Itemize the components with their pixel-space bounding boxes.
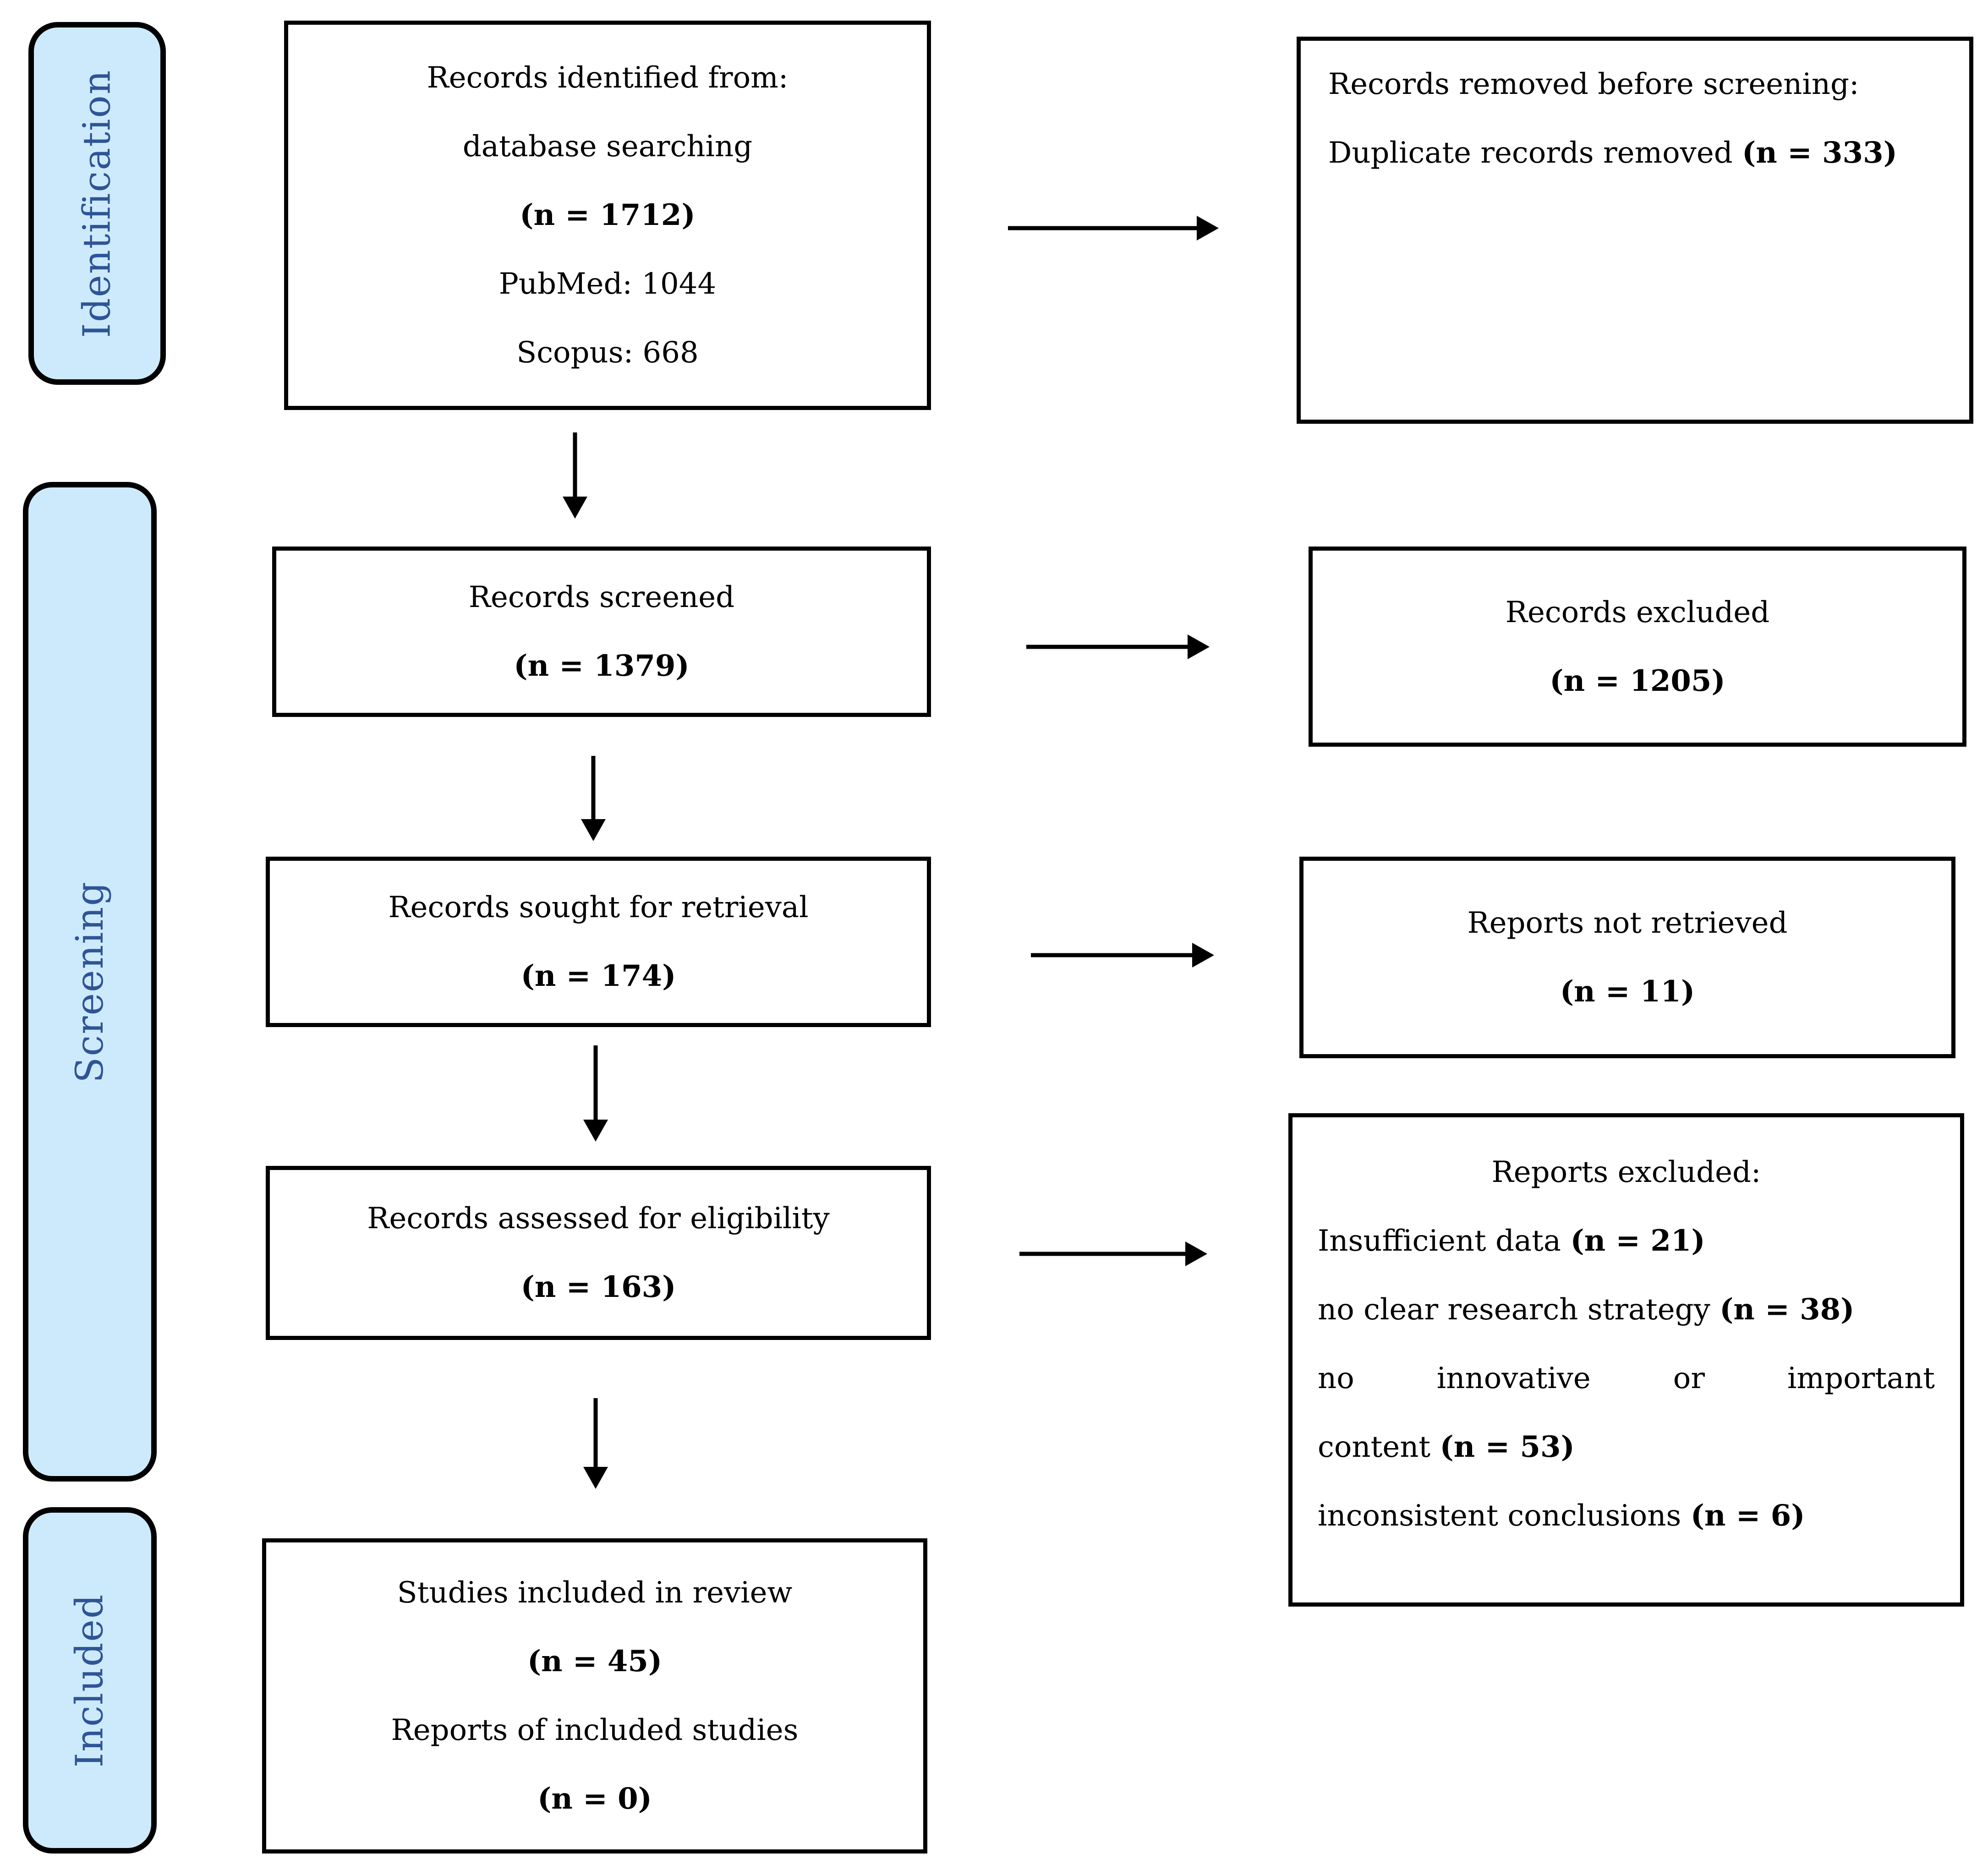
records-identified-line2: database searching xyxy=(462,130,753,164)
studies-included-line1: Studies included in review xyxy=(397,1576,793,1610)
reason-no-clear-strategy-text: no clear research strategy xyxy=(1318,1293,1720,1327)
arrow-shaft xyxy=(573,432,577,498)
arrow-shaft xyxy=(591,756,596,820)
arrow-shaft xyxy=(1031,953,1194,957)
box-records-sought: Records sought for retrieval (n = 174) xyxy=(266,857,931,1027)
reason-inconsistent-conclusions-count: (n = 6) xyxy=(1690,1498,1805,1533)
arrow-head-down-icon xyxy=(563,497,587,519)
arrow-assessed-to-reports-excluded xyxy=(1019,1241,1207,1266)
box-records-identified: Records identified from: database search… xyxy=(284,21,931,410)
box-reports-not-retrieved: Reports not retrieved (n = 11) xyxy=(1299,857,1955,1058)
box-studies-included: Studies included in review (n = 45) Repo… xyxy=(262,1538,927,1854)
records-screened-count: (n = 1379) xyxy=(514,649,690,683)
arrow-identified-to-removed xyxy=(1008,216,1219,241)
records-identified-line1: Records identified from: xyxy=(427,61,789,95)
reason-no-innovative-line1: no innovative or important xyxy=(1318,1361,1935,1395)
records-sought-text: Records sought for retrieval xyxy=(388,891,809,924)
records-identified-source-scopus: Scopus: 668 xyxy=(516,336,699,370)
reason-no-clear-strategy-count: (n = 38) xyxy=(1720,1292,1855,1327)
box-reports-excluded: Reports excluded: Insufficient data (n =… xyxy=(1288,1113,1964,1607)
box-records-screened: Records screened (n = 1379) xyxy=(272,547,931,717)
studies-included-count: (n = 45) xyxy=(527,1644,663,1679)
stage-included: Included xyxy=(23,1507,157,1854)
reason-inconsistent-conclusions-text: inconsistent conclusions xyxy=(1318,1499,1691,1533)
reports-not-retrieved-count: (n = 11) xyxy=(1560,974,1695,1009)
reports-included-line: Reports of included studies xyxy=(391,1713,799,1747)
arrow-shaft xyxy=(1019,1252,1187,1256)
arrow-head-down-icon xyxy=(583,1467,608,1489)
arrow-head-right-icon xyxy=(1188,634,1210,659)
stage-identification-label: Identification xyxy=(75,69,119,338)
stage-screening-label: Screening xyxy=(68,880,112,1083)
duplicate-records-removed-line: Duplicate records removed (n = 333) xyxy=(1328,119,1951,187)
records-identified-source-pubmed: PubMed: 1044 xyxy=(498,267,717,301)
arrow-shaft xyxy=(1008,226,1198,230)
arrow-sought-to-assessed xyxy=(583,1045,608,1142)
duplicate-records-removed-text: Duplicate records removed xyxy=(1328,136,1742,170)
arrow-shaft xyxy=(593,1045,598,1121)
box-records-removed-before-screening: Records removed before screening: Duplic… xyxy=(1297,37,1973,424)
arrow-head-right-icon xyxy=(1192,943,1214,968)
arrow-head-right-icon xyxy=(1197,216,1219,241)
reason-insufficient-data-count: (n = 21) xyxy=(1570,1224,1705,1258)
reports-not-retrieved-text: Reports not retrieved xyxy=(1467,906,1788,940)
reason-no-innovative-line2: content (n = 53) xyxy=(1318,1413,1935,1482)
reason-inconsistent-conclusions: inconsistent conclusions (n = 6) xyxy=(1318,1482,1935,1550)
reason-insufficient-data-text: Insufficient data xyxy=(1318,1224,1571,1258)
reason-no-clear-strategy: no clear research strategy (n = 38) xyxy=(1318,1275,1935,1344)
arrow-head-down-icon xyxy=(583,1120,608,1142)
stage-screening: Screening xyxy=(23,482,157,1482)
reason-no-innovative-line2-text: content xyxy=(1318,1430,1440,1464)
box-records-assessed: Records assessed for eligibility (n = 16… xyxy=(266,1166,931,1340)
stage-included-label: Included xyxy=(68,1593,112,1767)
records-removed-title: Records removed before screening: xyxy=(1328,67,1859,101)
records-assessed-count: (n = 163) xyxy=(520,1270,676,1304)
arrow-screened-to-sought xyxy=(581,756,606,841)
arrow-shaft xyxy=(1026,645,1189,649)
records-assessed-text: Records assessed for eligibility xyxy=(367,1202,830,1236)
stage-identification: Identification xyxy=(28,22,166,385)
arrow-head-down-icon xyxy=(581,819,606,841)
records-screened-text: Records screened xyxy=(468,580,735,614)
reports-excluded-title: Reports excluded: xyxy=(1491,1155,1761,1189)
duplicate-records-removed-count: (n = 333) xyxy=(1742,136,1897,170)
arrow-shaft xyxy=(593,1398,598,1468)
reports-included-count: (n = 0) xyxy=(537,1782,652,1816)
records-sought-count: (n = 174) xyxy=(520,959,676,993)
records-excluded-count: (n = 1205) xyxy=(1550,663,1725,698)
records-identified-count: (n = 1712) xyxy=(520,198,696,232)
arrow-assessed-to-included xyxy=(583,1398,608,1489)
arrow-identified-to-screened xyxy=(563,432,587,519)
box-records-excluded: Records excluded (n = 1205) xyxy=(1309,547,1966,747)
arrow-screened-to-excluded xyxy=(1026,634,1210,659)
reason-no-innovative-count: (n = 53) xyxy=(1440,1430,1575,1464)
reason-insufficient-data: Insufficient data (n = 21) xyxy=(1318,1207,1935,1275)
arrow-sought-to-not-retrieved xyxy=(1031,943,1214,968)
arrow-head-right-icon xyxy=(1185,1241,1207,1266)
records-excluded-text: Records excluded xyxy=(1505,595,1770,629)
